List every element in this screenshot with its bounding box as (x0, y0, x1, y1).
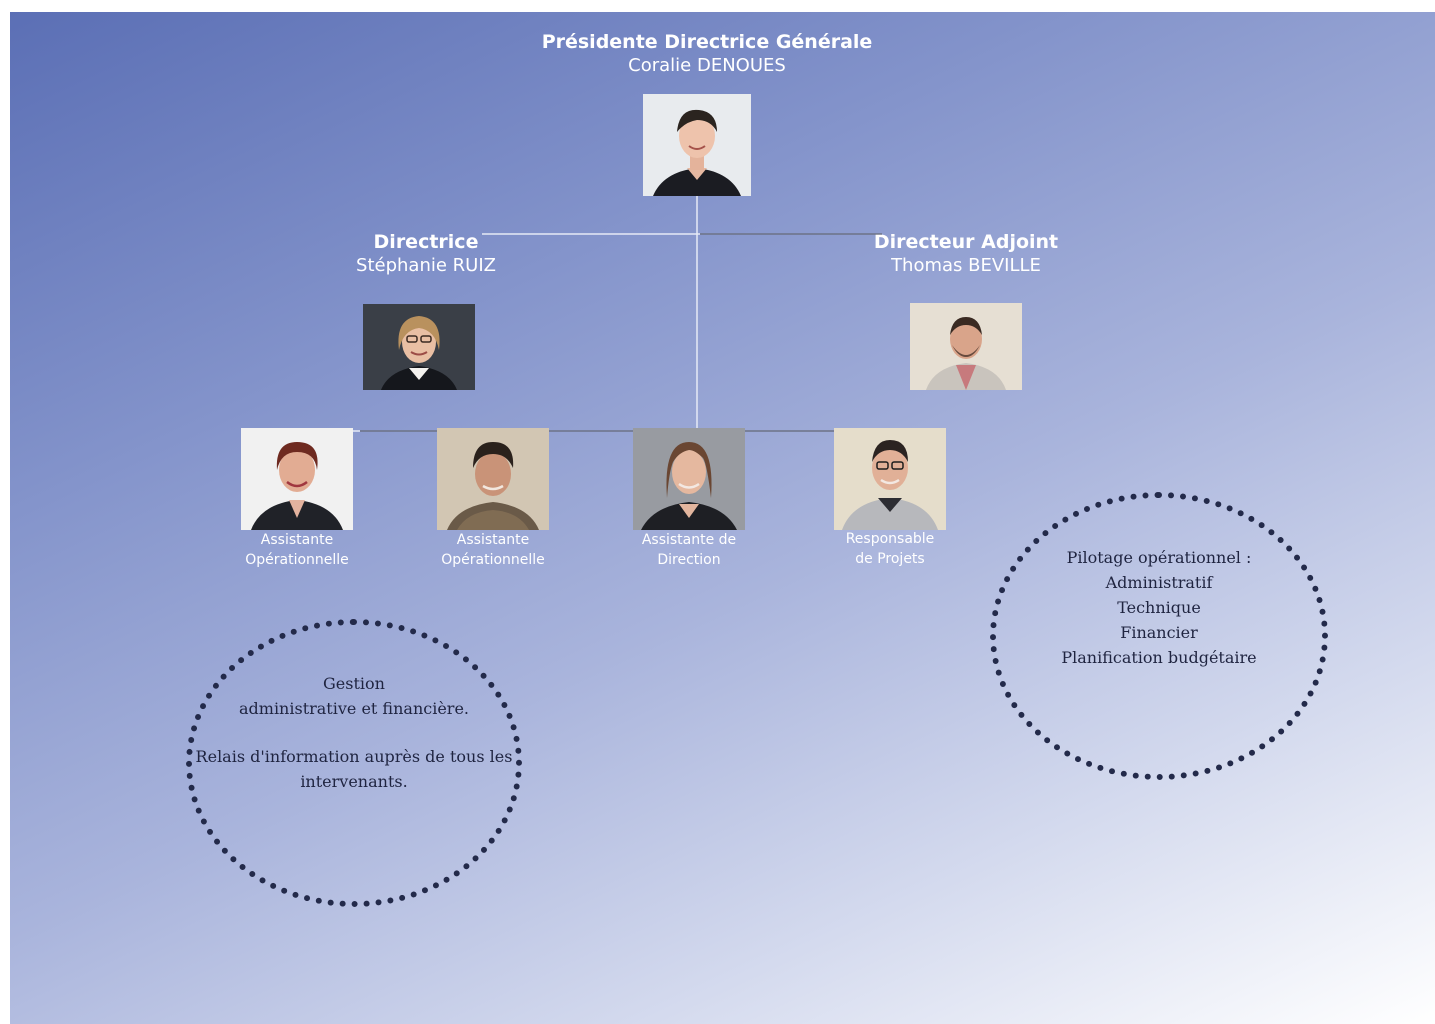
ceo-name: Coralie DENOUES (628, 55, 786, 76)
staff-caption-4: Responsable de Projets (810, 529, 970, 569)
staff-caption-2-line2: Opérationnelle (441, 552, 545, 568)
directrice-photo (363, 304, 475, 390)
directrice-role: Directrice (373, 231, 479, 253)
staff-photo-2 (437, 428, 549, 530)
bubble-right-text: Pilotage opérationnel : Administratif Te… (990, 545, 1328, 670)
dotted-circle-left (186, 619, 522, 907)
directeur-adjoint-title-block: Directeur Adjoint Thomas BEVILLE (816, 230, 1116, 278)
ceo-role: Présidente Directrice Générale (541, 31, 873, 53)
bubble-left-line-2: administrative et financière. (238, 699, 469, 718)
directrice-name: Stéphanie RUIZ (356, 255, 496, 276)
directeur-adjoint-photo (910, 303, 1022, 390)
staff-caption-3-line1: Assistante de (641, 532, 737, 548)
staff-photo-1 (241, 428, 353, 530)
ceo-photo (643, 94, 751, 196)
bubble-right-line-4: Financier (1120, 623, 1198, 642)
staff-caption-1: Assistante Opérationnelle (217, 530, 377, 570)
org-chart: Présidente Directrice Générale Coralie D… (10, 12, 1435, 1024)
bubble-right-line-3: Technique (1117, 598, 1201, 617)
staff-photo-4 (834, 428, 946, 530)
staff-caption-2-line1: Assistante (456, 532, 530, 548)
bubble-left-spacer (186, 721, 522, 744)
staff-caption-2: Assistante Opérationnelle (413, 530, 573, 570)
bubble-left-line-1: Gestion (323, 674, 385, 693)
ceo-title-block: Présidente Directrice Générale Coralie D… (507, 30, 907, 78)
staff-caption-4-line1: Responsable (845, 531, 935, 547)
bubble-right-line-2: Administratif (1105, 573, 1213, 592)
directeur-adjoint-role: Directeur Adjoint (873, 231, 1059, 253)
dotted-circle-right (990, 492, 1328, 780)
staff-photo-3 (633, 428, 745, 530)
bubble-right-line-5: Planification budgétaire (1061, 648, 1257, 667)
staff-caption-3-line2: Direction (657, 552, 721, 568)
staff-caption-3: Assistante de Direction (609, 530, 769, 570)
directrice-title-block: Directrice Stéphanie RUIZ (276, 230, 576, 278)
staff-caption-1-line1: Assistante (260, 532, 334, 548)
bubble-right-line-1: Pilotage opérationnel : (1066, 548, 1252, 567)
bubble-left-line-5: intervenants. (300, 772, 408, 791)
bubble-left-text: Gestion administrative et financière. Re… (186, 671, 522, 794)
bubble-left-line-4: Relais d'information auprès de tous les (195, 747, 513, 766)
staff-caption-1-line2: Opérationnelle (245, 552, 349, 568)
staff-caption-4-line2: de Projets (855, 551, 925, 567)
directeur-adjoint-name: Thomas BEVILLE (891, 255, 1041, 276)
